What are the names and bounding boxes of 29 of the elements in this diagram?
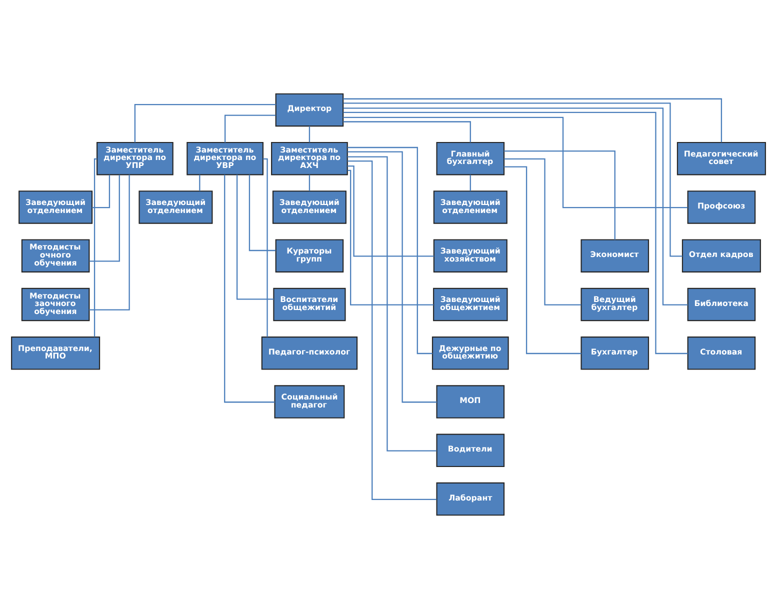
connector <box>199 174 200 191</box>
connector <box>343 112 688 354</box>
connector <box>504 158 582 306</box>
connector <box>224 114 276 142</box>
connector <box>89 174 130 310</box>
connector <box>308 126 310 142</box>
connector <box>343 102 682 257</box>
connector <box>470 174 471 191</box>
connector <box>308 174 310 191</box>
connector <box>92 174 110 208</box>
connector <box>343 98 722 142</box>
connector <box>94 158 97 337</box>
connector <box>348 160 437 500</box>
connector <box>134 104 276 142</box>
connector <box>504 150 616 240</box>
connector <box>348 146 432 354</box>
connector <box>347 156 437 452</box>
connector <box>347 166 434 257</box>
connector <box>263 158 268 337</box>
connector <box>248 174 276 252</box>
connector <box>504 166 582 354</box>
connector <box>343 121 471 142</box>
connector <box>224 174 275 403</box>
connector <box>89 174 120 262</box>
connector <box>348 170 434 306</box>
connector <box>343 108 688 306</box>
connector <box>236 174 274 300</box>
connector <box>343 116 688 208</box>
connector <box>348 151 437 403</box>
